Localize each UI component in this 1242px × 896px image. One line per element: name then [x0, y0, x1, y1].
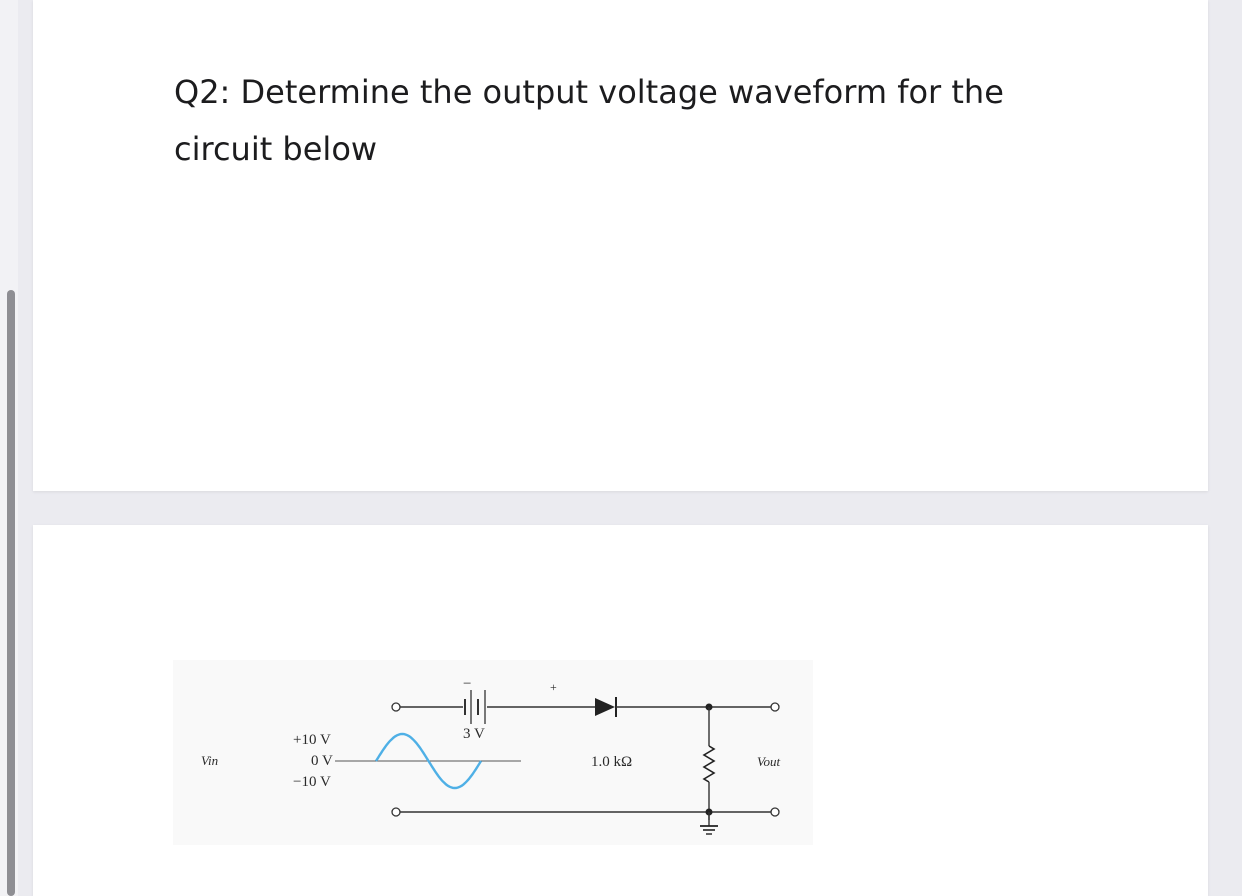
question-card: Q2: Determine the output voltage wavefor… [33, 0, 1208, 491]
battery-symbol [464, 690, 486, 724]
figure-card: Vin +10 V 0 V −10 V − + 3 V 1.0 kΩ Vout [33, 525, 1208, 896]
ground-symbol [700, 812, 718, 835]
battery-minus-label: − [463, 676, 472, 692]
circuit-diagram: Vin +10 V 0 V −10 V − + 3 V 1.0 kΩ Vout [173, 660, 813, 845]
input-terminal-top [391, 702, 401, 712]
level-negative-label: −10 V [293, 774, 331, 790]
output-terminal-bottom [770, 807, 780, 817]
level-positive-label: +10 V [293, 732, 331, 748]
battery-plus-label: + [550, 680, 557, 694]
question-text: Q2: Determine the output voltage wavefor… [174, 73, 1004, 168]
input-sine-waveform [374, 732, 483, 790]
input-voltage-label: Vin [201, 753, 219, 768]
resistor-symbol [702, 745, 716, 783]
battery-voltage-label: 3 V [463, 726, 485, 742]
output-voltage-label: Vout [757, 754, 781, 769]
diode-symbol [595, 697, 617, 717]
level-zero-label: 0 V [311, 753, 333, 769]
input-terminal-bottom [391, 807, 401, 817]
scrollbar-track[interactable] [0, 0, 18, 896]
scrollbar-thumb[interactable] [7, 290, 15, 896]
circuit-schematic [335, 690, 780, 835]
output-terminal-top [770, 702, 780, 712]
resistor-value-label: 1.0 kΩ [591, 754, 633, 770]
